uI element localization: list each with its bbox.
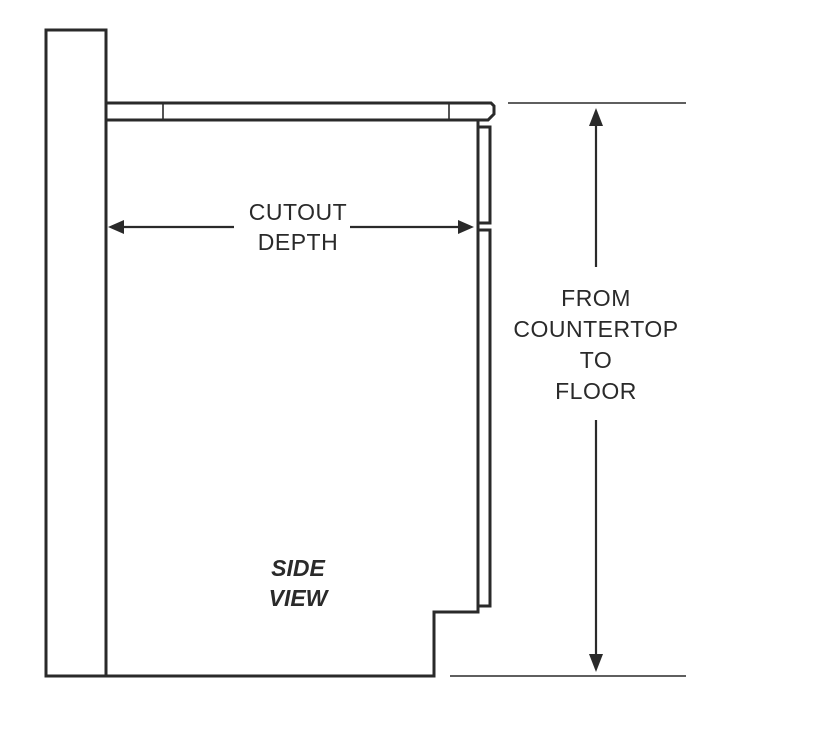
view-label-line1: SIDE (271, 555, 325, 581)
height-label-line1: FROM (561, 285, 631, 311)
door-front (476, 228, 492, 608)
arrow-up-icon (589, 108, 603, 126)
arrow-right-icon (458, 220, 474, 234)
arrow-down-icon (589, 654, 603, 672)
back-wall (44, 28, 108, 678)
cutout-depth-label-line1: CUTOUT (249, 199, 347, 225)
height-dimension: FROM COUNTERTOP TO FLOOR (513, 108, 678, 672)
cutout-depth-label-line2: DEPTH (258, 229, 338, 255)
drawer-front (476, 125, 492, 225)
height-label-line3: TO (580, 347, 613, 373)
countertop (106, 101, 496, 122)
height-label-line4: FLOOR (555, 378, 637, 404)
arrow-left-icon (108, 220, 124, 234)
height-label-line2: COUNTERTOP (513, 316, 678, 342)
view-label-line2: VIEW (269, 585, 330, 611)
view-label: SIDE VIEW (269, 555, 330, 611)
cutout-depth-dimension: CUTOUT DEPTH (108, 199, 474, 255)
